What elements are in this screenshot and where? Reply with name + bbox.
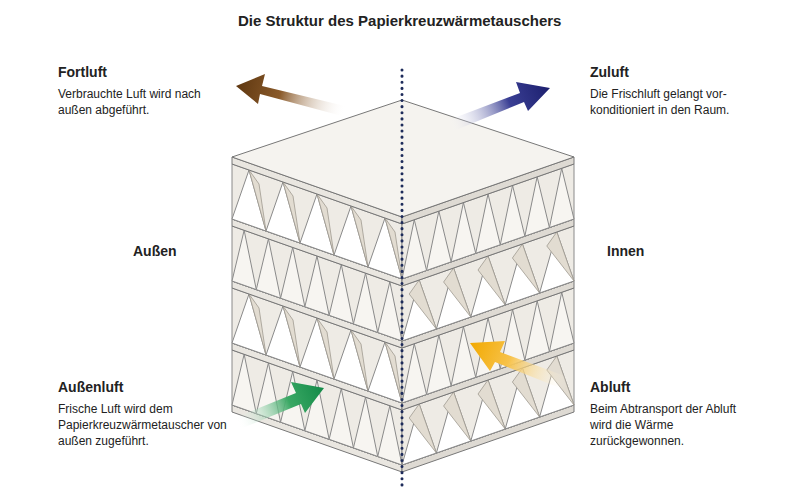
flute — [329, 265, 353, 324]
flute-shade — [478, 380, 505, 429]
flute — [329, 389, 353, 448]
flute — [476, 194, 501, 253]
flute-shade — [444, 268, 471, 317]
supply-arrow — [446, 82, 550, 132]
flute-shade — [385, 342, 402, 403]
flute-shade — [409, 280, 436, 329]
side-label: Innen — [607, 243, 644, 259]
flow-heading: Zuluft — [590, 64, 629, 80]
flute — [232, 230, 256, 289]
flute — [525, 301, 550, 360]
diagram-title: Die Struktur des Papierkreuzwärmetausche… — [238, 12, 561, 29]
flow-heading: Fortluft — [58, 64, 107, 80]
flute-shade — [409, 404, 436, 453]
flute — [378, 406, 402, 465]
flute-shade — [547, 232, 574, 281]
flute — [232, 170, 266, 231]
flow-heading: Außenluft — [58, 379, 123, 395]
outdoor-air-arrow — [234, 382, 324, 429]
flute-shade — [385, 218, 402, 279]
side-label: Außen — [133, 243, 177, 259]
flute-shade — [444, 392, 471, 441]
flow-description: Beim Abtransport der Abluft wird die Wär… — [590, 401, 755, 449]
flute — [427, 211, 452, 270]
flute — [300, 194, 334, 255]
flute — [266, 182, 300, 243]
flow-heading: Abluft — [590, 379, 630, 395]
flute-shade — [249, 294, 266, 355]
flute — [368, 218, 402, 279]
extract-air-arrow — [470, 341, 570, 390]
flute — [436, 268, 470, 329]
flute — [281, 247, 305, 306]
flute — [540, 232, 574, 293]
flute — [451, 327, 476, 386]
flute — [232, 354, 256, 413]
flute — [256, 239, 280, 298]
flute — [402, 404, 436, 465]
flute — [500, 185, 525, 244]
flute — [471, 380, 505, 441]
flow-description: Frische Luft wird dem Papierkreuzwärmeta… — [58, 401, 238, 449]
flute — [505, 244, 539, 305]
flute-shade — [512, 244, 539, 293]
flute — [549, 168, 574, 227]
flute — [402, 280, 436, 341]
flute — [525, 177, 550, 236]
flute — [549, 292, 574, 351]
divider-line — [401, 70, 404, 490]
flute — [334, 206, 368, 267]
flow-description: Verbrauchte Luft wird nach außen abgefüh… — [58, 86, 218, 118]
flute — [334, 330, 368, 391]
flute-shade — [351, 206, 368, 267]
flute — [451, 203, 476, 262]
exhaust-arrow — [236, 74, 345, 116]
flute — [353, 397, 377, 456]
flute — [402, 344, 427, 403]
flute-shade — [317, 194, 334, 255]
flute — [368, 342, 402, 403]
flute-shade — [283, 306, 300, 367]
flute — [300, 318, 334, 379]
flute-shade — [283, 182, 300, 243]
flute — [232, 294, 266, 355]
paper-plate — [232, 100, 574, 217]
flute — [378, 282, 402, 341]
flute — [305, 256, 329, 315]
flute — [471, 256, 505, 317]
flute — [353, 273, 377, 332]
flute — [436, 392, 470, 453]
flute-shade — [317, 318, 334, 379]
flute — [402, 220, 427, 279]
flute — [427, 335, 452, 394]
flute — [266, 306, 300, 367]
flute-shade — [249, 170, 266, 231]
flow-description: Die Frischluft gelangt vor- konditionier… — [590, 86, 765, 118]
flute-shade — [351, 330, 368, 391]
flute-shade — [478, 256, 505, 305]
